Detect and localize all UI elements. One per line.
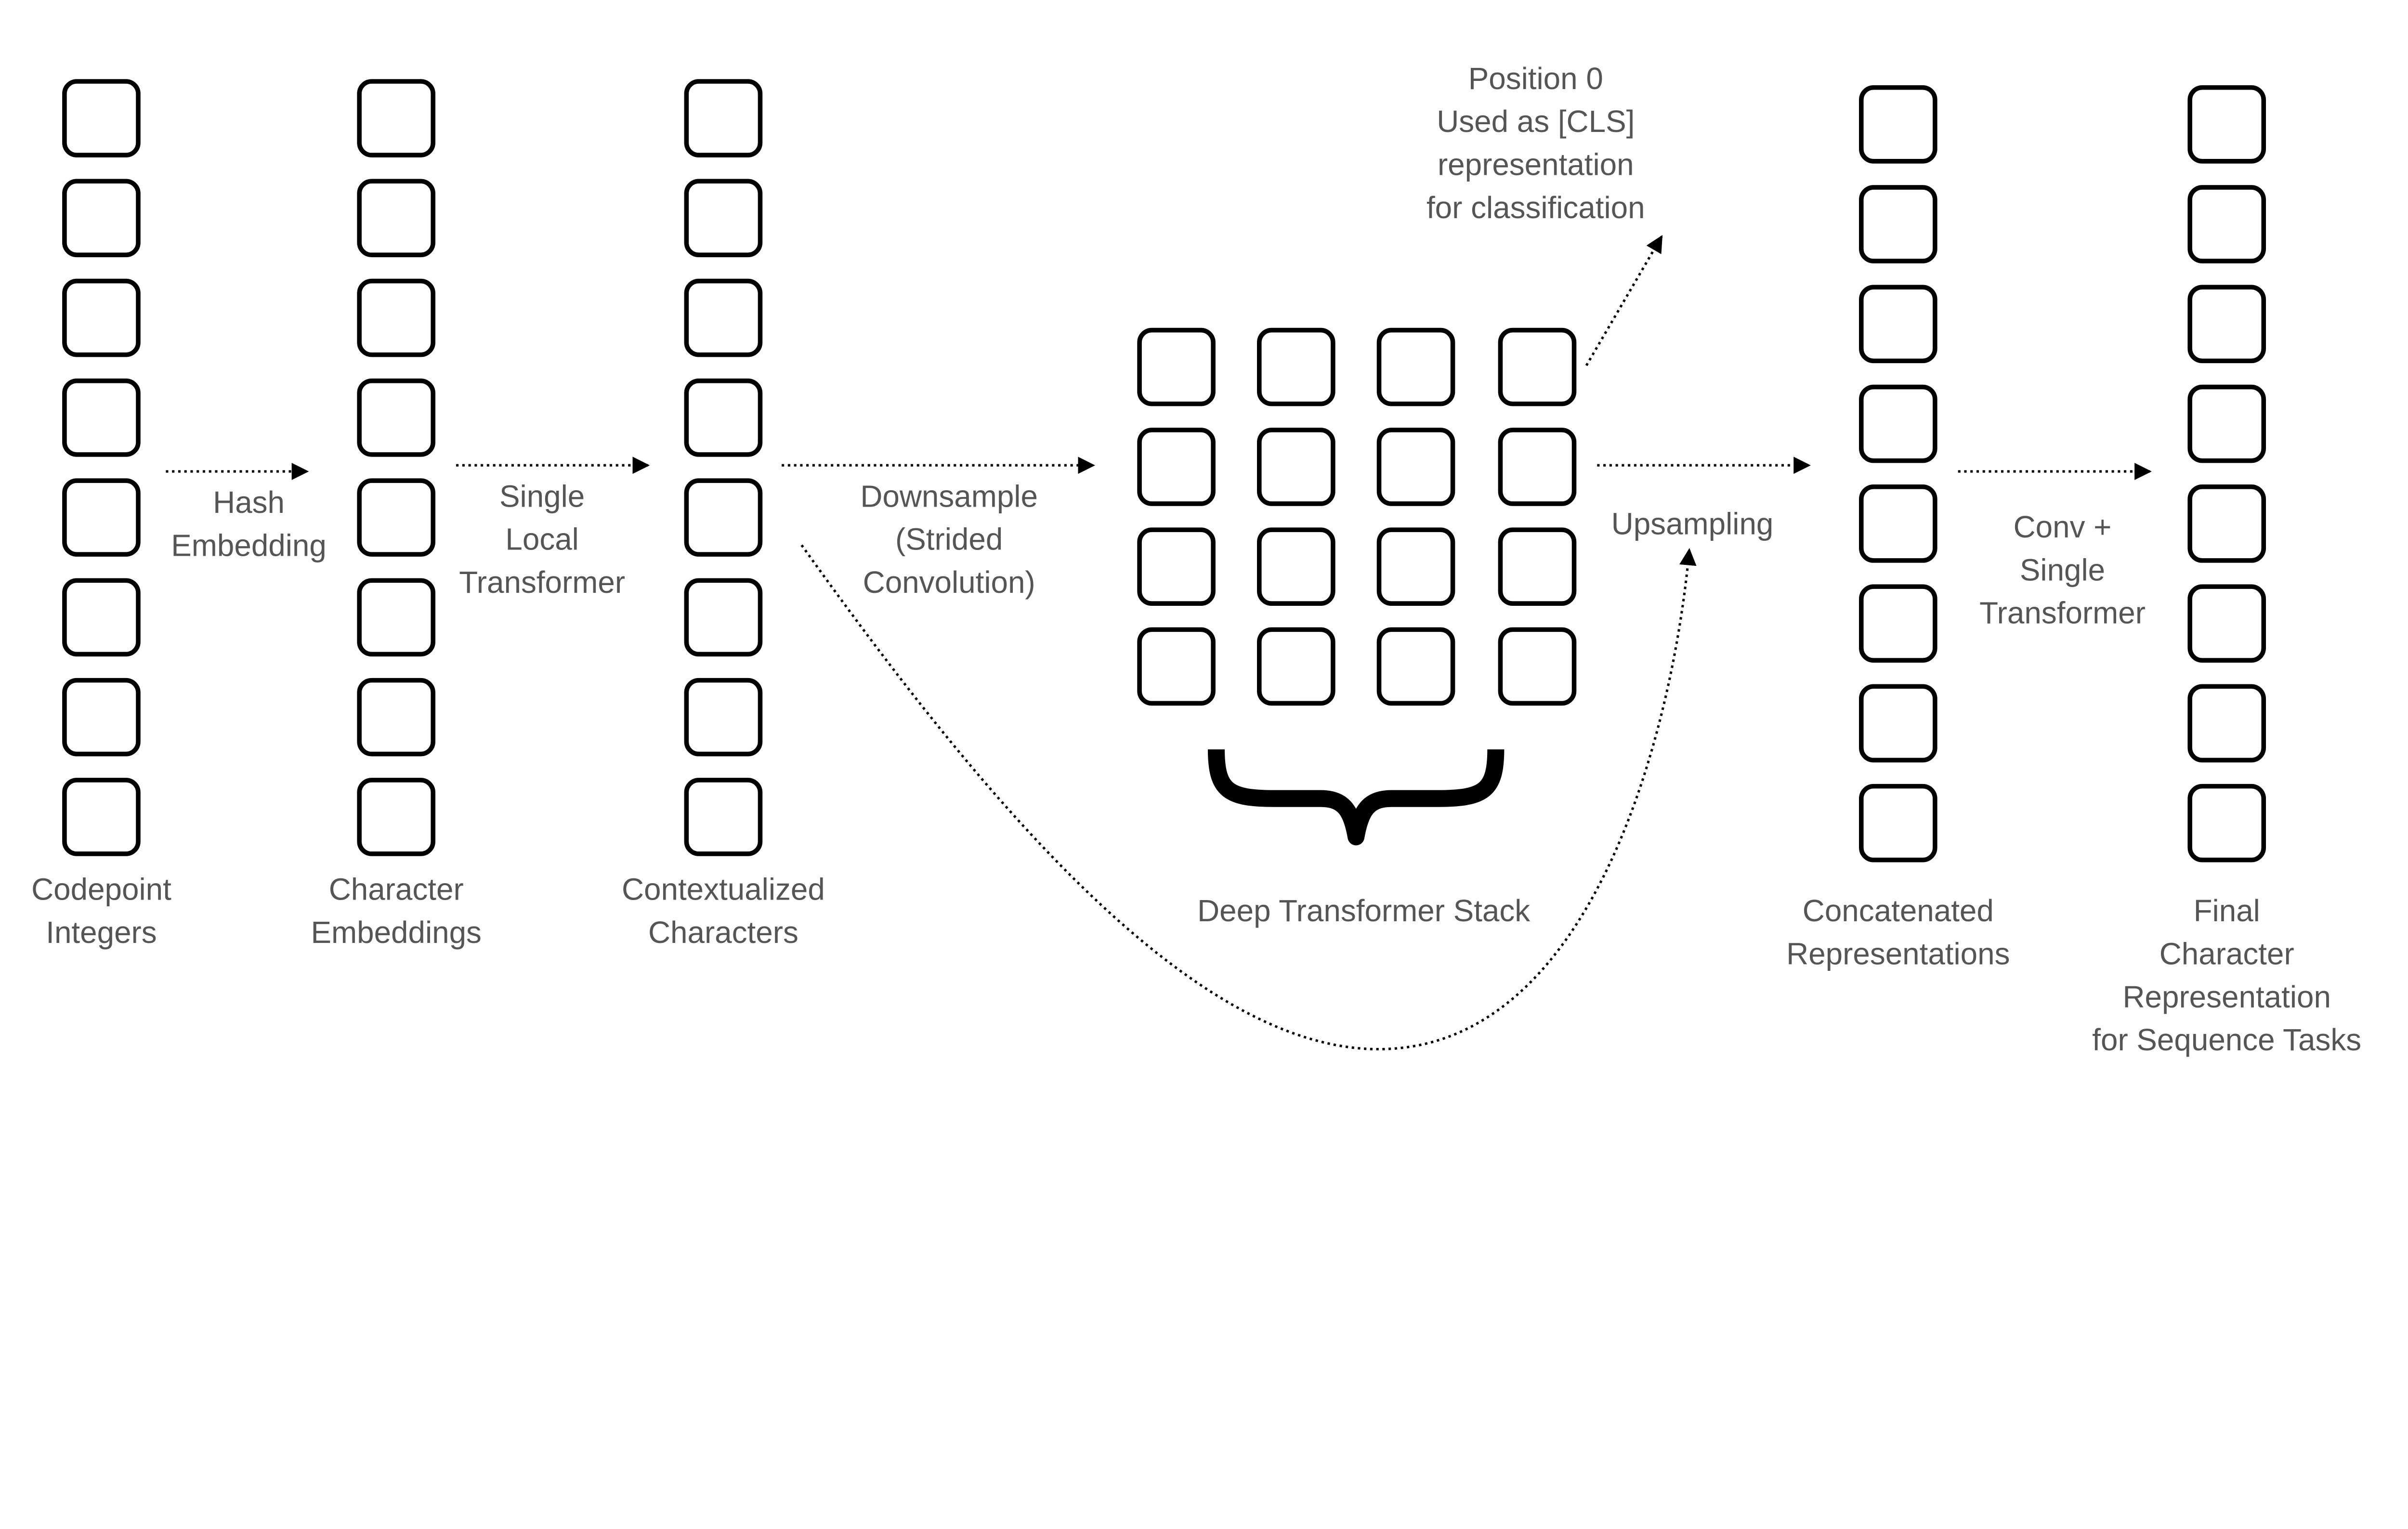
vector-box [357, 179, 436, 258]
stack-box [1137, 527, 1216, 606]
vector-box [62, 778, 141, 856]
arrow-cls [1585, 235, 1663, 366]
vector-box [2187, 484, 2266, 563]
vector-box [62, 278, 141, 357]
stack-box [1498, 428, 1577, 506]
stack-box [1498, 327, 1577, 406]
vector-box [684, 179, 763, 258]
vector-box [1859, 384, 1937, 463]
stack-box [1137, 327, 1216, 406]
curly-brace [1207, 749, 1505, 846]
stack-box [1498, 627, 1577, 706]
vector-box [62, 578, 141, 657]
vector-box [2187, 784, 2266, 863]
vector-box [1859, 584, 1937, 663]
vector-box [357, 379, 436, 457]
vector-box [357, 578, 436, 657]
vector-box [2187, 285, 2266, 364]
vector-box [357, 79, 436, 157]
boxes [62, 79, 2266, 863]
vector-box [62, 79, 141, 157]
vector-box [2187, 584, 2266, 663]
vector-box [684, 778, 763, 856]
vector-box [62, 478, 141, 557]
stack-box [1137, 627, 1216, 706]
vector-box [2187, 85, 2266, 164]
vector-box [1859, 285, 1937, 364]
arrows [166, 235, 2152, 1051]
stack-box [1498, 527, 1577, 606]
vector-box [1859, 784, 1937, 863]
vector-box [1859, 85, 1937, 164]
vector-box [1859, 185, 1937, 263]
vector-box [2187, 185, 2266, 263]
arrow-residual-skip [800, 544, 1697, 1051]
vector-box [684, 278, 763, 357]
vector-box [62, 179, 141, 258]
stack-box [1376, 527, 1455, 606]
stack-box [1376, 428, 1455, 506]
stack-box [1376, 327, 1455, 406]
vector-box [62, 678, 141, 757]
vector-box [357, 778, 436, 856]
stack-box [1257, 627, 1335, 706]
vector-box [1859, 484, 1937, 563]
stack-box [1137, 428, 1216, 506]
vector-box [684, 478, 763, 557]
vector-box [2187, 684, 2266, 763]
vector-box [1859, 684, 1937, 763]
step-label: Upsampling [1611, 507, 1774, 541]
stack-box [1257, 327, 1335, 406]
stack-box [1257, 428, 1335, 506]
stack-box [1257, 527, 1335, 606]
vector-box [2187, 384, 2266, 463]
stack-label: Deep Transformer Stack [1197, 893, 1530, 928]
vector-box [684, 678, 763, 757]
vector-box [684, 379, 763, 457]
vector-box [357, 678, 436, 757]
vector-box [357, 278, 436, 357]
vector-box [684, 578, 763, 657]
vector-box [684, 79, 763, 157]
vector-box [357, 478, 436, 557]
vector-box [62, 379, 141, 457]
stack-box [1376, 627, 1455, 706]
